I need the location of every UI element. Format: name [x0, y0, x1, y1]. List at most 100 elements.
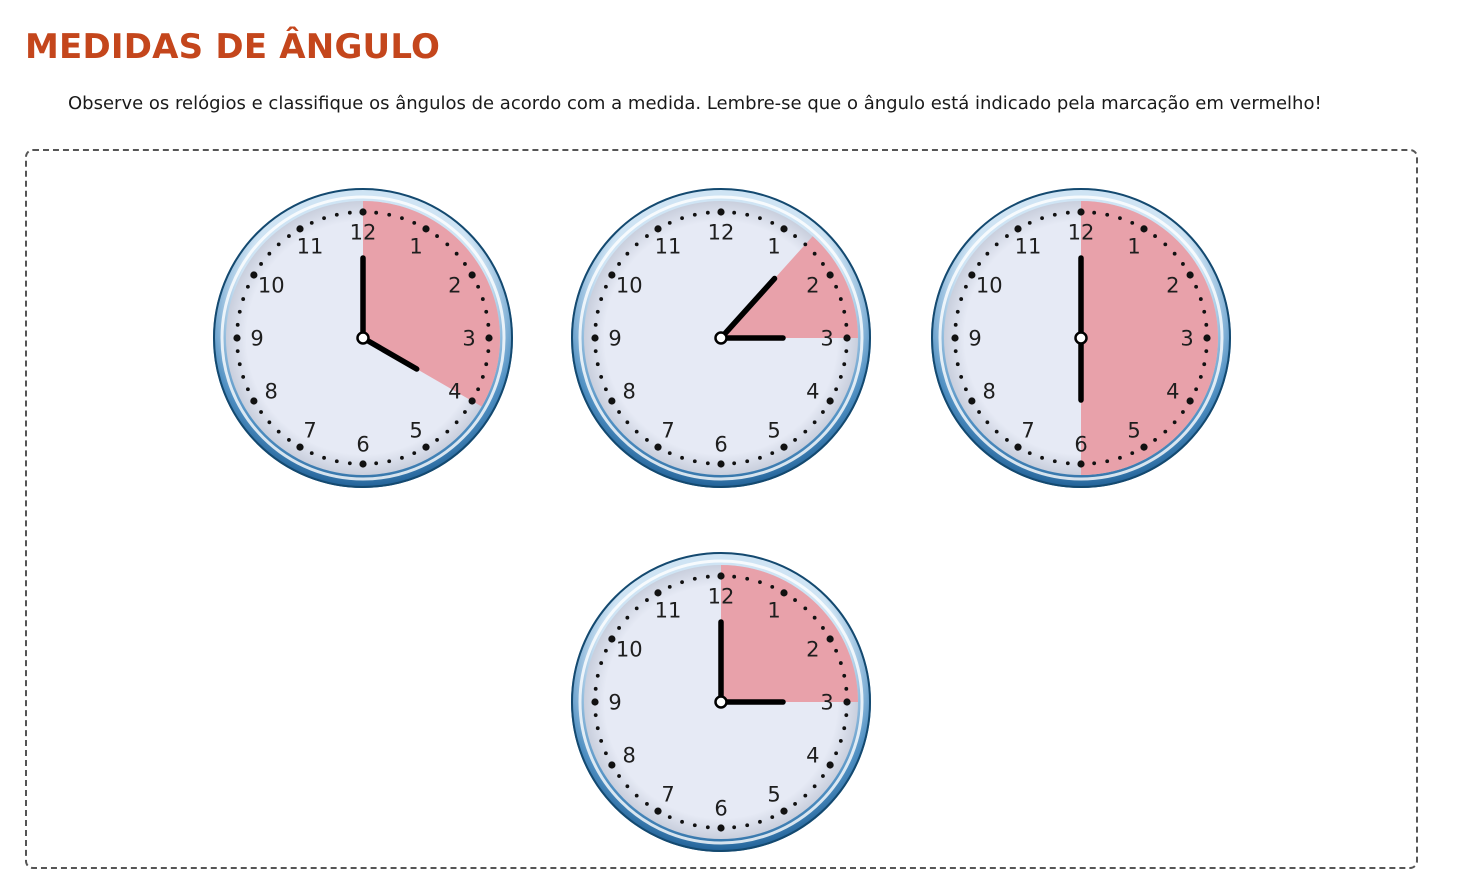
clock-number-9: 9 [608, 691, 621, 715]
clock-number-7: 7 [661, 782, 674, 806]
minute-marker [595, 309, 600, 314]
minute-marker [309, 451, 314, 456]
minute-marker [1027, 220, 1032, 225]
minute-marker [625, 251, 630, 256]
minute-marker [821, 626, 825, 630]
minute-marker [994, 242, 999, 247]
minute-marker [480, 375, 485, 379]
minute-marker [1092, 461, 1097, 466]
minute-marker [245, 387, 250, 392]
minute-marker [963, 387, 968, 392]
hour-marker [359, 208, 367, 216]
minute-marker [994, 429, 999, 434]
minute-marker [834, 751, 839, 756]
minute-marker [374, 461, 379, 466]
hour-marker [485, 334, 493, 342]
minute-marker [803, 429, 808, 434]
minute-marker [812, 251, 817, 256]
minute-marker [595, 726, 600, 731]
center-pin [1074, 331, 1088, 345]
minute-marker [599, 739, 604, 743]
minute-marker [842, 309, 847, 314]
minute-marker [758, 819, 762, 824]
minute-marker [593, 349, 598, 354]
minute-marker [412, 451, 417, 456]
minute-marker [1194, 387, 1199, 392]
minute-marker [1118, 216, 1122, 221]
clock-number-2: 2 [806, 638, 819, 662]
hour-marker [1014, 443, 1022, 451]
clock-number-1: 1 [767, 599, 780, 623]
clock-number-5: 5 [767, 782, 780, 806]
hour-marker [654, 807, 662, 815]
minute-marker [1202, 362, 1207, 367]
clock-number-12: 12 [350, 221, 377, 245]
minute-marker [484, 362, 489, 367]
minute-marker [603, 387, 608, 392]
minute-marker [603, 284, 608, 289]
hour-marker [296, 443, 304, 451]
minute-marker [1204, 349, 1209, 354]
clock-number-10: 10 [616, 274, 643, 298]
clock-number-9: 9 [968, 327, 981, 351]
minute-marker [834, 284, 839, 289]
clock-number-12: 12 [708, 585, 735, 609]
minute-marker [276, 242, 281, 247]
hour-marker [250, 397, 258, 405]
minute-marker [435, 438, 439, 442]
minute-marker [1198, 375, 1203, 379]
clock-number-7: 7 [303, 418, 316, 442]
hour-marker [654, 589, 662, 597]
minute-marker [1052, 459, 1057, 464]
hour-marker [1077, 460, 1085, 468]
minute-marker [732, 825, 737, 830]
minute-marker [1118, 455, 1122, 460]
minute-marker [812, 420, 817, 425]
minute-marker [617, 774, 621, 778]
minute-marker [259, 262, 263, 266]
hour-marker [826, 397, 834, 405]
minute-marker [985, 251, 990, 256]
minute-marker [645, 438, 649, 442]
minute-marker [400, 216, 404, 221]
hour-marker [1186, 271, 1194, 279]
minute-marker [387, 212, 392, 217]
minute-marker [625, 420, 630, 425]
minute-marker [770, 815, 775, 820]
page-title: MEDIDAS DE ÂNGULO [25, 27, 441, 67]
minute-marker [322, 216, 326, 221]
hour-marker [717, 208, 725, 216]
minute-marker [603, 751, 608, 756]
minute-marker [667, 220, 672, 225]
minute-marker [1172, 251, 1177, 256]
minute-marker [834, 387, 839, 392]
hour-marker [1186, 397, 1194, 405]
hour-marker [717, 460, 725, 468]
minute-marker [617, 626, 621, 630]
minute-marker [955, 309, 960, 314]
hour-marker [591, 334, 599, 342]
clock-number-11: 11 [1015, 235, 1042, 259]
clock-number-10: 10 [976, 274, 1003, 298]
clock-number-3: 3 [1180, 327, 1193, 351]
minute-marker [745, 576, 750, 581]
minute-marker [484, 309, 489, 314]
angle-marking [1081, 201, 1218, 475]
minute-marker [476, 387, 481, 392]
minute-marker [1204, 322, 1209, 327]
minute-marker [235, 322, 240, 327]
minute-marker [834, 648, 839, 653]
minute-marker [838, 739, 843, 743]
clock-number-8: 8 [983, 380, 996, 404]
clock-number-3: 3 [820, 327, 833, 351]
minute-marker [1202, 309, 1207, 314]
minute-marker [1194, 284, 1199, 289]
minute-marker [793, 438, 797, 442]
clock-number-7: 7 [1021, 418, 1034, 442]
minute-marker [287, 234, 291, 238]
hour-marker [359, 460, 367, 468]
minute-marker [241, 297, 246, 301]
